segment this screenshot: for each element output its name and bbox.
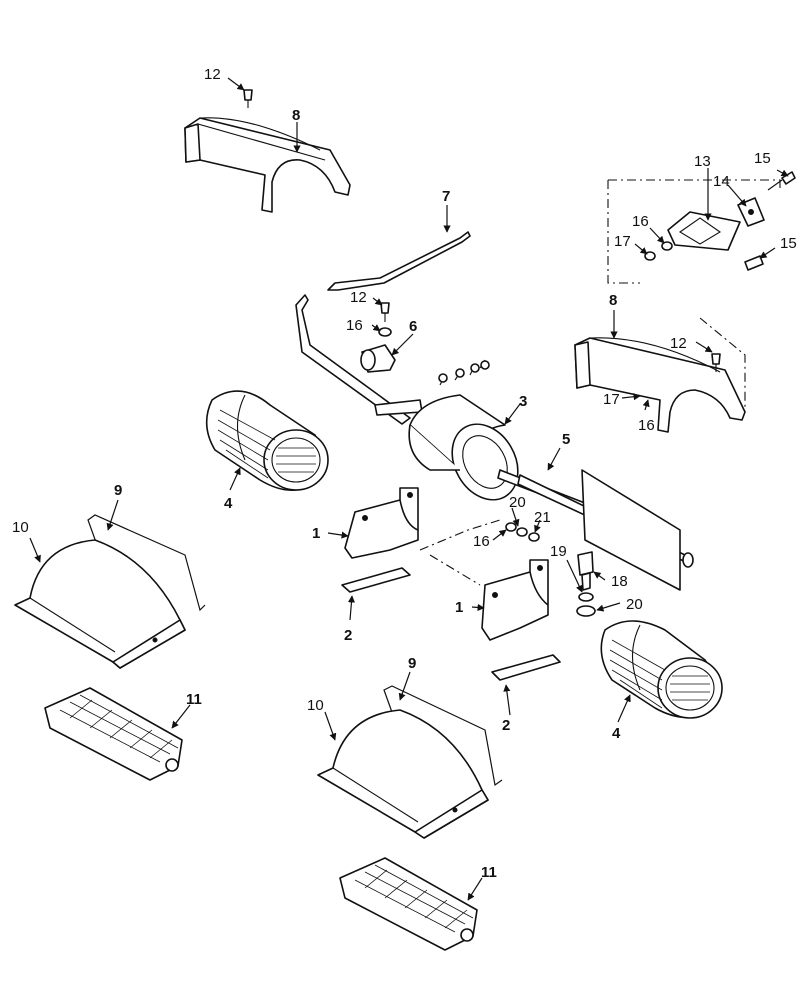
retaining-wire-9-left xyxy=(87,514,206,612)
callout-20-upper: 20 xyxy=(509,494,526,511)
callout-8-top-left: 8 xyxy=(292,107,300,124)
callout-3: 3 xyxy=(519,393,527,410)
callout-12-right: 12 xyxy=(670,335,687,352)
callout-10-left: 10 xyxy=(12,519,29,536)
callout-8-right: 8 xyxy=(609,292,617,309)
callout-14: 14 xyxy=(713,173,730,190)
callout-15-top: 15 xyxy=(754,150,771,167)
callout-1-upper: 1 xyxy=(312,525,320,542)
blower-housing-10-right xyxy=(317,709,489,839)
washer-19 xyxy=(578,592,594,602)
callout-1-lower: 1 xyxy=(455,599,463,616)
washer-16-bracket xyxy=(505,522,517,532)
screw-12-right xyxy=(711,353,721,372)
assembly-reference-line-right xyxy=(607,179,781,412)
callout-16-right: 16 xyxy=(638,417,655,434)
mounting-plate-13 xyxy=(667,211,741,251)
blower-housing-cover-right xyxy=(574,337,746,433)
callout-13: 13 xyxy=(694,153,711,170)
motor-bracket-1-lower xyxy=(481,559,549,641)
callout-2-lower: 2 xyxy=(502,717,510,734)
bolt-18 xyxy=(577,551,594,591)
screw-12-top-left xyxy=(243,89,253,108)
callout-15-lower: 15 xyxy=(780,235,797,252)
retaining-wire-9-right xyxy=(383,685,503,787)
callout-4-right: 4 xyxy=(612,725,621,742)
callout-11-right: 11 xyxy=(481,864,497,881)
blower-housing-10-left xyxy=(14,539,186,669)
blower-wheel-4-left xyxy=(205,390,329,491)
callout-labels: 12 8 7 13 15 14 16 17 15 12 16 6 8 12 17… xyxy=(12,66,797,881)
outlet-grille-11-left xyxy=(44,687,183,781)
screw-15-top xyxy=(767,171,796,191)
mounting-strap-2-lower xyxy=(491,654,561,681)
screw-15-lower xyxy=(744,255,764,271)
callout-11-left: 11 xyxy=(186,691,202,708)
screw-12-clamp xyxy=(380,302,390,322)
shutter-panel xyxy=(581,469,681,591)
nut-21 xyxy=(528,532,540,542)
callout-2-upper: 2 xyxy=(344,627,352,644)
callout-17-right: 17 xyxy=(603,391,620,408)
clamp-6 xyxy=(360,344,396,373)
callout-20-lower: 20 xyxy=(626,596,643,613)
callout-10-right: 10 xyxy=(307,697,324,714)
callout-16-clamp: 16 xyxy=(346,317,363,334)
outlet-grille-11-right xyxy=(339,857,478,951)
callout-18: 18 xyxy=(611,573,628,590)
assembly-reference-line-center xyxy=(419,519,501,586)
washer-16-clamp xyxy=(378,327,392,337)
blower-wheel-4-right xyxy=(600,620,723,719)
callout-12-clamp: 12 xyxy=(350,289,367,306)
motor-bracket-1-upper xyxy=(344,487,419,559)
callout-7: 7 xyxy=(442,188,450,205)
callout-6: 6 xyxy=(409,318,417,335)
callout-16-bracket: 16 xyxy=(473,533,490,550)
callout-5: 5 xyxy=(562,431,570,448)
resistor-14 xyxy=(737,197,765,227)
callout-4-left: 4 xyxy=(224,495,233,512)
callout-9-left: 9 xyxy=(114,482,122,499)
callout-19: 19 xyxy=(550,543,567,560)
washer-16-resistor xyxy=(661,241,673,251)
mounting-strap-2-upper xyxy=(341,567,411,593)
blower-housing-cover-top-left xyxy=(184,117,351,213)
callout-21: 21 xyxy=(534,509,551,526)
control-rod xyxy=(327,231,471,291)
callout-9-right: 9 xyxy=(408,655,416,672)
callout-16-resistor: 16 xyxy=(632,213,649,230)
callout-17-resistor: 17 xyxy=(614,233,631,250)
leader-lines xyxy=(29,77,789,901)
washer-20-lower xyxy=(576,605,596,617)
washer-20-upper xyxy=(516,527,528,537)
callout-12-top-left: 12 xyxy=(204,66,221,83)
